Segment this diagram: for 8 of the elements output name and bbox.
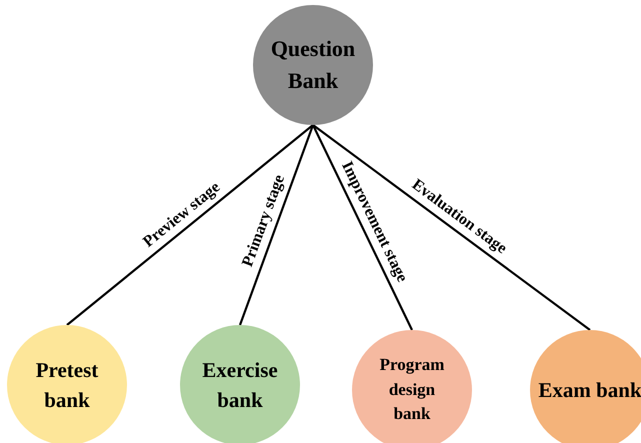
connector-line [312, 124, 413, 330]
node-label: Question Bank [270, 35, 356, 95]
node-label: Pretest bank [34, 356, 100, 414]
connector-line [312, 124, 591, 331]
connector-line [238, 124, 314, 326]
connector-line [66, 124, 314, 326]
node-label: Program design bank [378, 354, 446, 426]
node-label: Exercise bank [201, 356, 279, 414]
